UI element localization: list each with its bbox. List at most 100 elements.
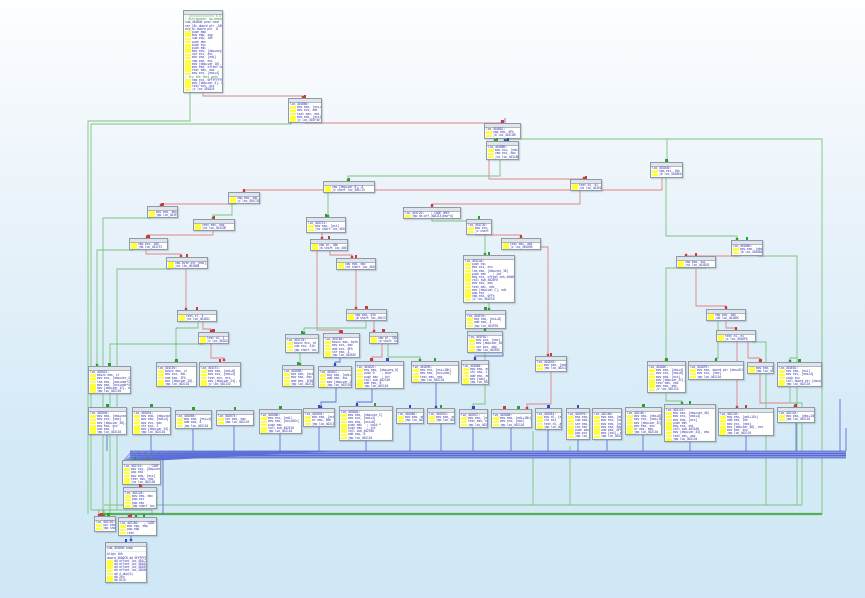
basic-block-b40[interactable]: loc_401DC8:mov eax, [edi]jmp loc_402110 xyxy=(535,356,567,372)
basic-block-c1[interactable]: loc_402040:mov eax, [ebp+var_4]mov ecx, … xyxy=(88,407,127,436)
address-highlight xyxy=(134,425,140,428)
block-arrow-green xyxy=(642,404,645,407)
edge-arrow xyxy=(418,358,422,362)
basic-block-c17[interactable]: loc_402130:mov eax, [edi+1Ch]add eax, 10… xyxy=(718,408,774,437)
address-highlight xyxy=(779,418,785,422)
basic-block-b10[interactable]: loc_401C15:mov eax, [esi]jnz short loc_4… xyxy=(306,217,346,233)
basic-block-b38[interactable]: loc_401D96:mov ecx, [esi+10h]mov eax, [e… xyxy=(411,361,459,383)
basic-block-c10[interactable]: loc_4020CC:mov eax, [esi+14h]test eax, e… xyxy=(459,409,488,428)
basic-block-b19[interactable]: cmp byte ptr [edi], 2Ehjnz loc_401D08 xyxy=(166,257,208,270)
asm-text: loc_401CE0: xyxy=(158,366,177,370)
basic-block-c18[interactable]: loc_402144:mov eax, [ebx+14h]jmp loc_402… xyxy=(777,407,815,423)
asm-line: loc_402130: xyxy=(719,412,773,416)
asm-text: mov eax, ebx xyxy=(156,210,177,214)
basic-block-b1[interactable]: ; =============== S U B R O U T I N E ==… xyxy=(183,10,223,93)
address-highlight xyxy=(666,425,672,428)
basic-block-b41[interactable]: loc_401DDC:mov eax, [ebx+4]mov ecx, [eax… xyxy=(647,361,686,393)
basic-block-b44[interactable]: loc_401E02:mov eax, [esi]mov ecx, [eax+4… xyxy=(777,362,822,388)
asm-text: jmp loc_402110 xyxy=(405,418,424,423)
block-header xyxy=(176,411,211,415)
asm-text: test eax, eax xyxy=(673,433,696,438)
basic-block-b34[interactable]: loc_401CF2:mov eax, [edi+8]mov ecx, [eax… xyxy=(199,362,241,388)
asm-text: ; --------------------------- xyxy=(107,549,147,554)
address-highlight xyxy=(357,382,363,385)
address-highlight xyxy=(649,385,655,389)
basic-block-f1[interactable]: loc_402110: ; CODE XREF: sub_401B40+...m… xyxy=(122,460,161,486)
asm-text: jmp loc_402110 xyxy=(470,379,489,384)
basic-block-c16[interactable]: loc_402118:mov eax, [ebp+var_40]mov ecx,… xyxy=(664,404,716,442)
basic-block-b37[interactable]: loc_401D2E:mov eax, [ebp+arg_0]push 0 ; … xyxy=(355,361,404,390)
basic-block-b17[interactable]: loc_401D60:mov eax, [ebx]jb loc_401DB4 xyxy=(731,240,763,256)
asm-text: mov [ebp+var_44], eax xyxy=(673,430,710,435)
basic-block-b35[interactable]: loc_401D08:mov edx, [esi+0Ch]mov eax, ed… xyxy=(282,365,314,387)
asm-text: loc_402110: ; CODE XREF: sub_401B40+... xyxy=(124,464,159,468)
asm-text: loc_402144: xyxy=(779,411,798,415)
basic-block-c11[interactable]: loc_4020D8:mov eax, [edi+18h]mov ecx, [e… xyxy=(491,409,532,428)
address-highlight xyxy=(200,337,206,340)
basic-block-b12[interactable]: loc_401C30:mov ecx, [edi+4]jz short loc_… xyxy=(466,219,492,235)
asm-text: ; Attributes: bp-based frame xyxy=(185,17,223,22)
asm-text: push eax ; int xyxy=(348,425,376,430)
asm-line: dd offset loc_402054 xyxy=(106,565,146,570)
basic-block-g3[interactable]: sub_401B40 endp; -----------------------… xyxy=(105,542,147,584)
block-header xyxy=(404,208,460,212)
basic-block-c14[interactable]: loc_402100:mov eax, [ebp+var_38]mov ecx,… xyxy=(592,408,622,440)
address-highlight xyxy=(467,324,473,328)
basic-block-c5[interactable]: loc_402080:mov ecx, [edi]mov eax, [ecx+0… xyxy=(259,409,302,435)
address-highlight xyxy=(261,423,267,427)
basic-block-b42[interactable]: loc_401DF0:mov eax, dword ptr [ebx+0Ch] … xyxy=(688,361,744,380)
block-header xyxy=(260,410,301,414)
basic-block-b4[interactable]: loc_401BB0:mov ecx, [edx+8]cmp ecx, ebxj… xyxy=(486,141,519,160)
basic-block-c15[interactable]: loc_40210C:mov eax, [ebx+8]mov ecx, [eax… xyxy=(625,407,662,436)
asm-text: loc_4020E4: xyxy=(537,412,556,416)
asm-text: add eax, 10h xyxy=(727,418,748,423)
asm-line: jnz short loc_401C4A xyxy=(307,228,345,232)
basic-block-c2[interactable]: loc_402054:mov edx, [ebp+var_8]mov eax, … xyxy=(132,407,171,436)
asm-text: mov ecx, eax xyxy=(332,343,353,348)
basic-block-b28[interactable]: loc_401F02:mov ecx, [eax]mov [ebp+var_10… xyxy=(467,331,503,353)
basic-block-c7[interactable]: loc_4020A0:mov eax, [ebp+var_C]mov ecx, … xyxy=(339,406,393,441)
asm-text: mov [esi], eax xyxy=(601,431,622,436)
address-highlight xyxy=(201,373,207,377)
basic-block-c13[interactable]: loc_4020F0:mov eax, esisub eax, edisar e… xyxy=(566,408,590,440)
basic-block-b31[interactable]: loc_401CB4:movzx eax, byte ptr [edx]mov … xyxy=(323,333,360,359)
